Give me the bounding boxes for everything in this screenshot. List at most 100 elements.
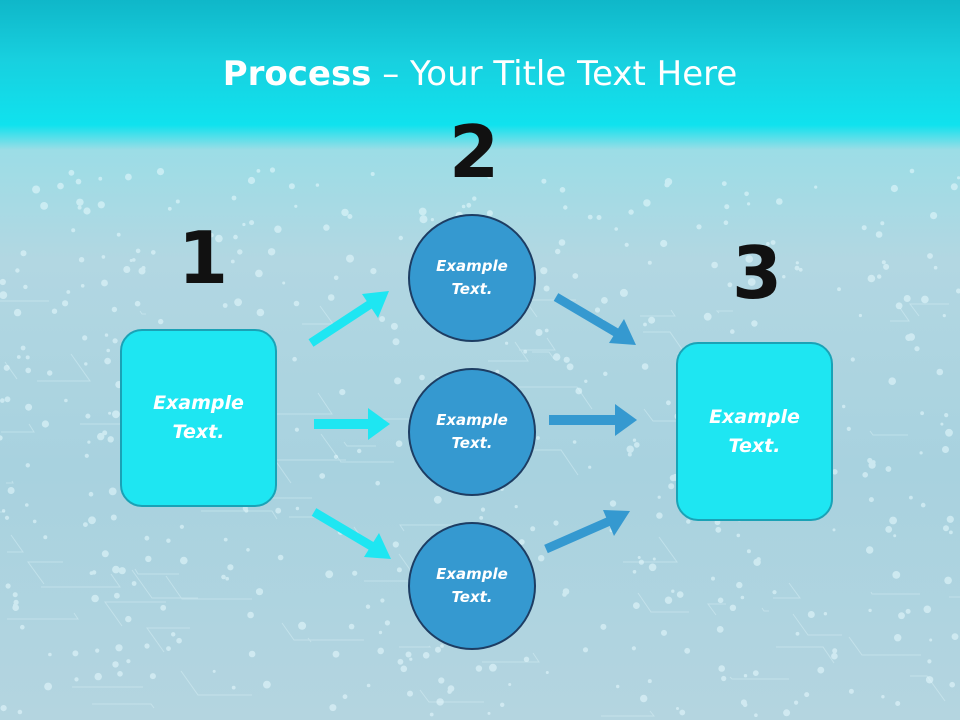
- circuit-dot: [1, 509, 6, 513]
- circuit-dot: [883, 263, 890, 270]
- circuit-dot: [124, 173, 132, 181]
- circuit-dot: [341, 208, 349, 217]
- circuit-dot: [861, 225, 867, 231]
- circuit-dot: [643, 322, 647, 327]
- circuit-dot: [582, 647, 589, 653]
- circuit-dot: [609, 500, 617, 507]
- circuit-dot: [405, 651, 412, 658]
- circuit-dot: [438, 677, 445, 684]
- circuit-dot: [247, 611, 254, 619]
- circuit-dot: [98, 176, 103, 181]
- circuit-dot: [632, 438, 637, 442]
- circuit-dot: [754, 713, 758, 717]
- process-circle-top[interactable]: Example Text.: [408, 214, 536, 342]
- circuit-dot: [435, 646, 441, 653]
- circuit-dot: [323, 224, 330, 231]
- circuit-dot: [669, 474, 677, 482]
- circuit-dot: [212, 669, 216, 673]
- circuit-dot: [753, 558, 761, 566]
- circuit-dot: [807, 611, 815, 618]
- circuit-dot: [4, 396, 11, 403]
- circuit-dot: [230, 259, 235, 264]
- process-circle-middle[interactable]: Example Text.: [408, 368, 536, 496]
- circuit-dot: [696, 224, 702, 230]
- circuit-dot: [227, 564, 234, 571]
- circuit-trace: [180, 670, 252, 696]
- circuit-dot: [920, 411, 924, 416]
- circuit-dot: [770, 240, 776, 245]
- circuit-trace: [37, 353, 91, 382]
- circuit-dot: [868, 608, 872, 613]
- circuit-dot: [175, 199, 180, 204]
- circuit-dot: [553, 520, 559, 526]
- circuit-dot: [346, 254, 354, 263]
- circuit-dot: [4, 515, 10, 520]
- circuit-dot: [751, 320, 758, 327]
- circuit-dot: [267, 248, 276, 256]
- circuit-dot: [893, 534, 897, 538]
- circuit-dot: [957, 176, 960, 180]
- circuit-dot: [671, 589, 675, 593]
- circuit-dot: [378, 630, 383, 635]
- arrow-right-down: [553, 293, 636, 345]
- slide-title: Process – Your Title Text Here: [0, 52, 960, 96]
- circuit-dot: [118, 567, 126, 575]
- circuit-dot: [40, 202, 48, 210]
- circuit-dot: [234, 298, 243, 307]
- circuit-dot: [461, 173, 465, 178]
- circuit-dot: [135, 248, 141, 254]
- circuit-dot: [744, 191, 749, 197]
- circuit-dot: [88, 516, 96, 525]
- circuit-trace: [848, 636, 921, 656]
- circuit-dot: [294, 427, 299, 432]
- circuit-dot: [798, 267, 803, 272]
- circuit-dot: [461, 204, 466, 209]
- step-number-3: 3: [732, 231, 783, 315]
- circuit-dot: [545, 671, 549, 674]
- circuit-dot: [848, 688, 854, 694]
- process-circle-bottom[interactable]: Example Text.: [408, 522, 536, 650]
- title-rest: – Your Title Text Here: [371, 54, 738, 94]
- arrow-left-middle: [314, 408, 390, 440]
- circuit-dot: [640, 694, 648, 703]
- circuit-trace: [4, 361, 18, 380]
- circuit-dot: [594, 307, 601, 313]
- circle-bottom-text: Example Text.: [436, 565, 508, 606]
- circuit-dot: [275, 507, 282, 514]
- circuit-dot: [927, 253, 933, 259]
- circuit-dot: [500, 702, 505, 707]
- circuit-dot: [409, 657, 413, 661]
- circuit-trace: [255, 392, 333, 415]
- circuit-dot: [215, 234, 223, 243]
- circuit-dot: [919, 451, 923, 455]
- circuit-dot: [166, 538, 171, 543]
- circuit-dot: [429, 712, 434, 717]
- circuit-dot: [246, 548, 250, 552]
- circuit-dot: [23, 284, 28, 290]
- circuit-dot: [80, 284, 85, 288]
- circuit-dot: [949, 681, 955, 688]
- output-box[interactable]: Example Text.: [676, 342, 833, 521]
- circuit-dot: [82, 335, 88, 341]
- circuit-dot: [795, 631, 800, 636]
- circuit-dot: [167, 206, 172, 211]
- circuit-dot: [724, 204, 730, 210]
- circuit-dot: [129, 259, 133, 262]
- circuit-dot: [370, 268, 377, 275]
- circuit-dot: [466, 202, 472, 208]
- circuit-dot: [112, 338, 118, 344]
- circuit-dot: [736, 581, 743, 589]
- circuit-dot: [885, 466, 892, 472]
- circuit-trace: [909, 303, 949, 317]
- circuit-dot: [946, 515, 954, 523]
- circuit-dot: [943, 525, 949, 532]
- circuit-dot: [48, 652, 52, 657]
- circuit-trace: [488, 341, 529, 362]
- circuit-dot: [804, 692, 810, 698]
- input-box[interactable]: Example Text.: [120, 329, 277, 507]
- circuit-dot: [933, 265, 938, 270]
- circuit-dot: [123, 266, 131, 273]
- circuit-dot: [125, 615, 132, 623]
- circuit-dot: [632, 570, 637, 574]
- circuit-dot: [0, 291, 8, 299]
